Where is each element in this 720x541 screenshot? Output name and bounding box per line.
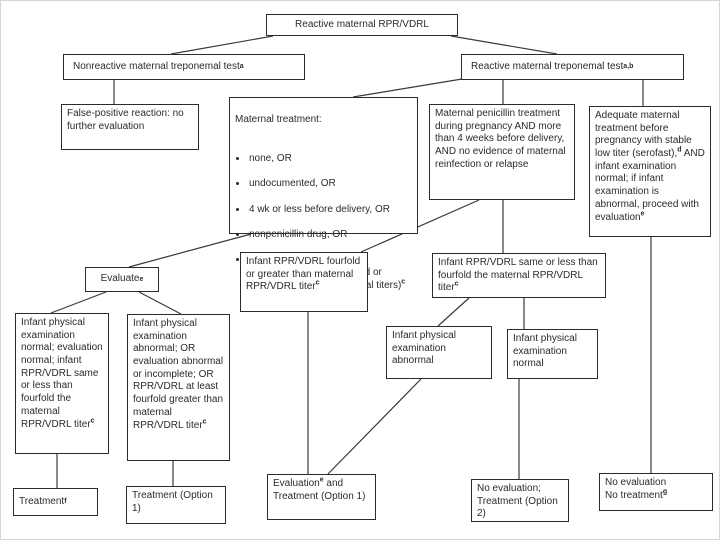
node-no-evaluation-no-treatment: No evaluation No treatmentg xyxy=(599,473,713,511)
maternal-treatment-item: undocumented, OR xyxy=(248,178,412,191)
node-no-evaluation-treatment-option-2: No evaluation; Treatment (Option 2) xyxy=(471,479,569,522)
connector-maternaltreatment-to-evaluate xyxy=(128,233,252,268)
node-adequate-maternal-treatment: Adequate maternal treatment before pregn… xyxy=(589,106,711,237)
node-infant-titer-fourfold-or-greater: Infant RPR/VDRL fourfold or greater than… xyxy=(240,252,368,312)
node-exam-normal-evaluation-normal: Infant physical examination normal; eval… xyxy=(15,313,109,454)
node-evaluation-and-treatment-option-1: Evaluatione and Treatment (Option 1) xyxy=(267,474,376,520)
node-infant-titer-same-or-less: Infant RPR/VDRL same or less than fourfo… xyxy=(432,253,606,298)
connector-sameless-to-infantabnormal xyxy=(437,297,470,327)
node-exam-abnormal-or-incomplete: Infant physical examination abnormal; OR… xyxy=(127,314,230,461)
connector-reactive-to-maternaltreatment xyxy=(352,78,463,98)
connector-evaluate-to-examnormal xyxy=(50,291,107,314)
maternal-treatment-item: 4 wk or less before delivery, OR xyxy=(248,204,412,217)
maternal-treatment-item: none, OR xyxy=(248,153,412,166)
node-infant-exam-normal: Infant physical examination normal xyxy=(507,329,598,379)
node-infant-exam-abnormal: Infant physical examination abnormal xyxy=(386,326,492,379)
node-false-positive-reaction: False-positive reaction: no further eval… xyxy=(61,104,199,150)
connector-root-to-nonreactive xyxy=(170,35,274,55)
node-treatment-option-1: Treatment (Option 1) xyxy=(126,486,226,524)
node-reactive-maternal-rpr-vdrl: Reactive maternal RPR/VDRL xyxy=(266,14,458,36)
connector-evaluate-to-examabnormal xyxy=(138,291,182,315)
maternal-treatment-title: Maternal treatment: xyxy=(235,113,322,125)
maternal-treatment-item: nonpenicillin drug, OR xyxy=(248,229,412,242)
node-maternal-treatment: Maternal treatment: none, OR undocumente… xyxy=(229,97,418,291)
node-maternal-penicillin-treatment: Maternal penicillin treatment during pre… xyxy=(429,104,575,200)
connector-root-to-reactive xyxy=(450,35,558,55)
connector-infantabnormal-to-evaltreat xyxy=(327,378,422,475)
